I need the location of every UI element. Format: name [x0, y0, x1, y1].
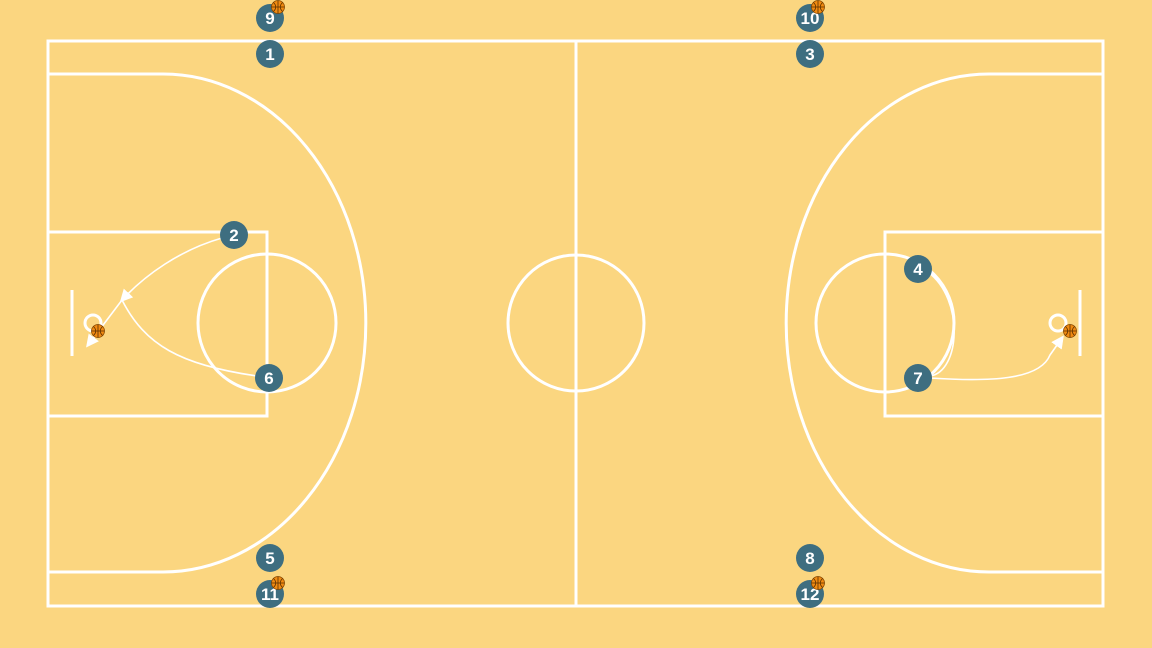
player-12-label: 12: [801, 585, 820, 604]
player-8[interactable]: 8: [796, 544, 824, 572]
cut-path-6-to-hoop: [86, 298, 258, 377]
player-2[interactable]: 2: [220, 221, 248, 249]
cut-path-4-to-7: [927, 271, 955, 377]
right-hoop-ball-icon: [1063, 324, 1077, 338]
loose-balls: [91, 324, 1077, 338]
court-lines: [46, 39, 1105, 608]
cut-path-2-to-hoop: [119, 237, 223, 303]
player-1[interactable]: 1: [256, 40, 284, 68]
right-hoop: [1048, 313, 1068, 333]
left-key: [46, 230, 269, 418]
player-2-label: 2: [229, 226, 238, 245]
player-3-label: 3: [805, 45, 814, 64]
left-free-throw-circle: [196, 252, 338, 394]
cut-path-7-to-hoop: [929, 335, 1064, 381]
movement-paths: [86, 237, 1064, 381]
left-three-point-line: [48, 72, 368, 574]
player-5[interactable]: 5: [256, 544, 284, 572]
player-9-label: 9: [265, 9, 274, 28]
player-4-label: 4: [913, 260, 923, 279]
players: 9 1 10 3 2 6: [220, 0, 932, 609]
player-11-label: 11: [261, 585, 279, 604]
player-11-ball-icon: [271, 576, 285, 590]
player-12-ball-icon: [811, 576, 825, 590]
player-1-label: 1: [265, 45, 274, 64]
player-9[interactable]: 9: [256, 0, 285, 33]
player-7-label: 7: [913, 369, 922, 388]
player-10-ball-icon: [811, 0, 825, 14]
player-8-label: 8: [805, 549, 814, 568]
player-9-ball-icon: [271, 0, 285, 14]
player-6[interactable]: 6: [255, 364, 283, 392]
center-circle: [506, 253, 646, 393]
right-three-point-line: [784, 72, 1103, 574]
player-6-label: 6: [264, 369, 273, 388]
player-12[interactable]: 12: [796, 576, 825, 609]
player-11[interactable]: 11: [256, 576, 285, 609]
player-3[interactable]: 3: [796, 40, 824, 68]
player-10-label: 10: [801, 9, 820, 28]
player-10[interactable]: 10: [796, 0, 825, 33]
player-4[interactable]: 4: [904, 255, 932, 283]
left-hoop-ball-icon: [91, 324, 105, 338]
player-7[interactable]: 7: [904, 364, 932, 392]
player-5-label: 5: [265, 549, 274, 568]
right-key: [883, 230, 1105, 418]
